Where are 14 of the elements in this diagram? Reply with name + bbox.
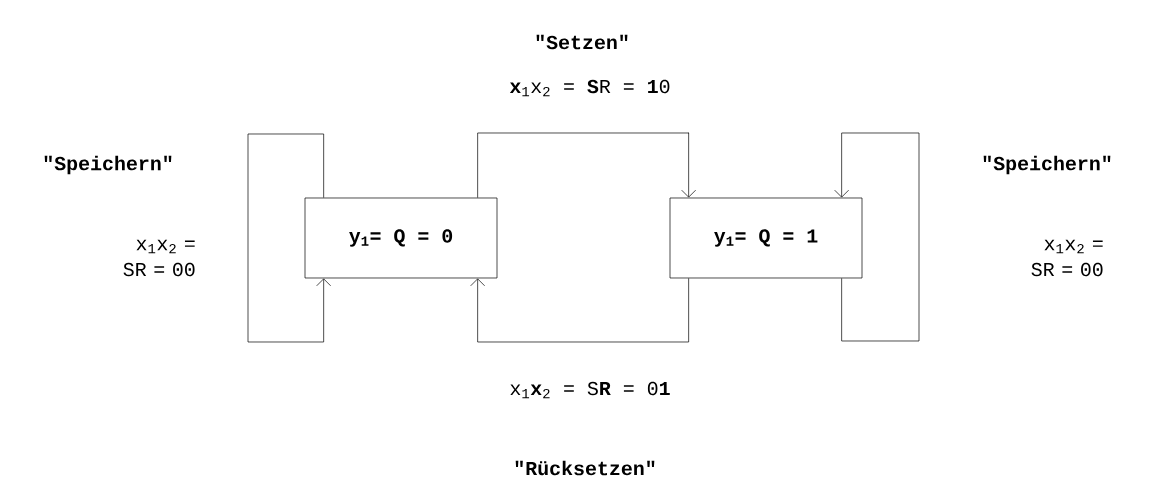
state-box: y$_{1}$= Q = 0 [304, 197, 498, 279]
state-label: "Rücksetzen" [515, 460, 655, 476]
state-label: "Speichern" [983, 155, 1111, 175]
input-formula: x$_{1}$x$_{2}$ = SR = 00 [1031, 239, 1103, 277]
arrow [247, 133, 331, 343]
input-formula: x$_{1}$x$_{2}$ = SR = 00 [123, 239, 195, 277]
input-formula: x$_{1}$x$_{2}$ = SR = 01 [510, 381, 670, 399]
state-label: "Speichern" [44, 155, 172, 175]
arrow [470, 278, 689, 343]
arrow [834, 132, 920, 342]
input-formula: x$_{1}$x$_{2}$ = SR = 10 [509, 79, 670, 97]
arrow [477, 132, 696, 198]
state-box: y$_{1}$= Q = 1 [669, 197, 863, 279]
state-label: "Setzen" [536, 34, 628, 50]
